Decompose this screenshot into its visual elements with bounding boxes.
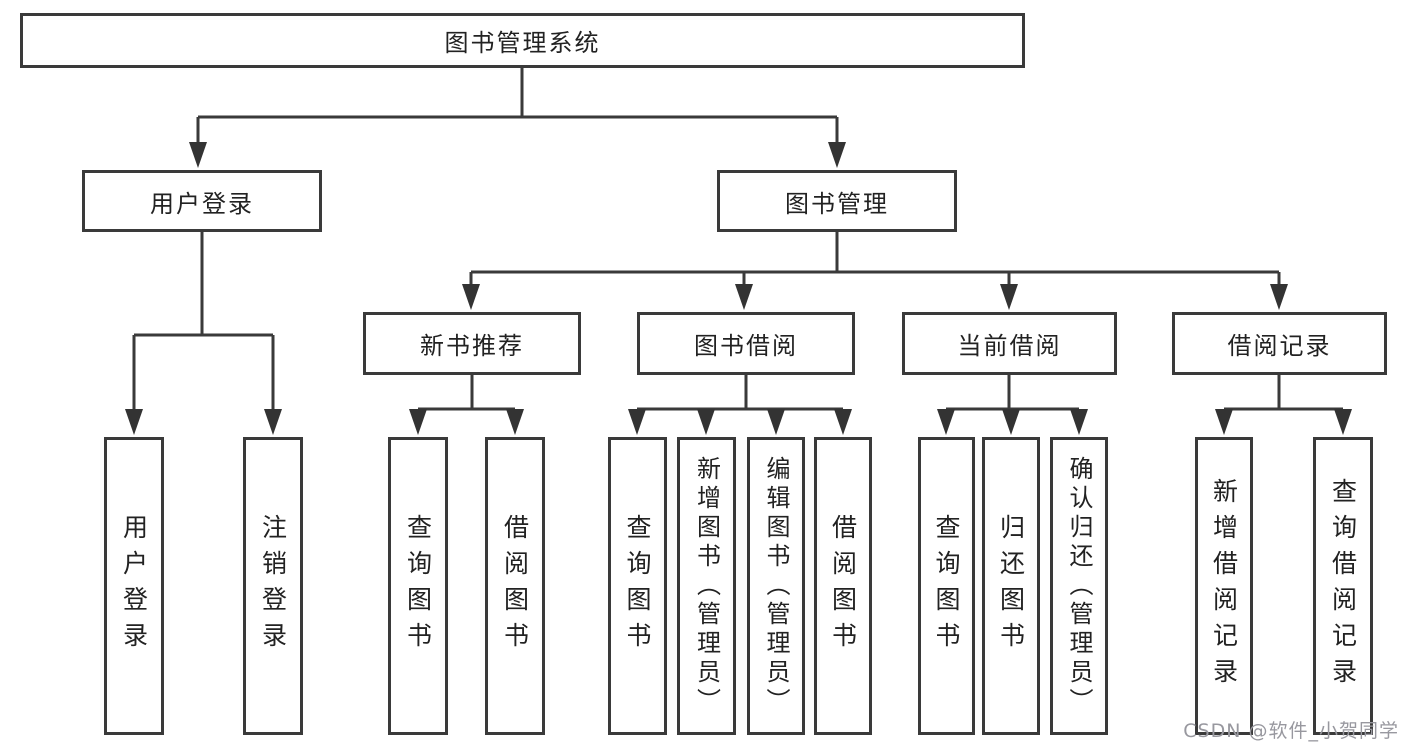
leaf-query-books-borrow: 查询图书 [608,437,667,735]
leaf-query-borrow-record-label: 查询借阅记录 [1328,478,1358,694]
node-user-login: 用户登录 [82,170,322,232]
watermark: CSDN @软件_小贺同学 [1183,720,1399,742]
leaf-add-books-admin-label: 新增图书（管理员） [692,455,721,717]
leaf-user-login-label: 用户登录 [119,514,149,658]
arrowheads [125,142,1352,435]
leaf-add-books-admin: 新增图书（管理员） [677,437,736,735]
leaf-confirm-return-admin: 确认归还（管理员） [1050,437,1108,735]
leaf-return-books-label: 归还图书 [996,514,1026,658]
leaf-query-borrow-record: 查询借阅记录 [1313,437,1373,735]
node-library-system-label: 图书管理系统 [444,29,601,57]
node-current-borrow: 当前借阅 [902,312,1117,375]
node-current-borrow-label: 当前借阅 [957,332,1062,360]
node-book-borrow: 图书借阅 [637,312,855,375]
leaf-logout: 注销登录 [243,437,303,735]
leaf-edit-books-admin: 编辑图书（管理员） [747,437,805,735]
node-book-management: 图书管理 [717,170,957,232]
node-library-system: 图书管理系统 [20,13,1025,68]
leaf-borrow-books-newbooks-label: 借阅图书 [500,514,530,658]
leaf-borrow-books-borrow-label: 借阅图书 [828,514,858,658]
leaf-confirm-return-admin-label: 确认归还（管理员） [1065,455,1093,717]
leaf-query-books-current-label: 查询图书 [932,514,961,658]
leaf-borrow-books-borrow: 借阅图书 [814,437,872,735]
node-new-book-recommend-label: 新书推荐 [420,332,524,360]
leaf-user-login: 用户登录 [104,437,164,735]
leaf-borrow-books-newbooks: 借阅图书 [485,437,545,735]
leaf-return-books: 归还图书 [982,437,1040,735]
leaf-query-books-current: 查询图书 [918,437,975,735]
node-book-borrow-label: 图书借阅 [694,332,798,360]
node-borrow-records: 借阅记录 [1172,312,1387,375]
leaf-query-books-newbooks: 查询图书 [388,437,448,735]
node-book-management-label: 图书管理 [785,189,889,218]
leaf-add-borrow-record: 新增借阅记录 [1195,437,1253,735]
leaf-edit-books-admin-label: 编辑图书（管理员） [762,455,790,717]
node-borrow-records-label: 借阅记录 [1227,332,1332,360]
leaf-logout-label: 注销登录 [258,514,288,658]
node-user-login-label: 用户登录 [150,189,254,218]
leaf-query-books-borrow-label: 查询图书 [623,514,652,658]
leaf-query-books-newbooks-label: 查询图书 [403,514,433,658]
leaf-add-borrow-record-label: 新增借阅记录 [1209,478,1239,694]
node-new-book-recommend: 新书推荐 [363,312,581,375]
